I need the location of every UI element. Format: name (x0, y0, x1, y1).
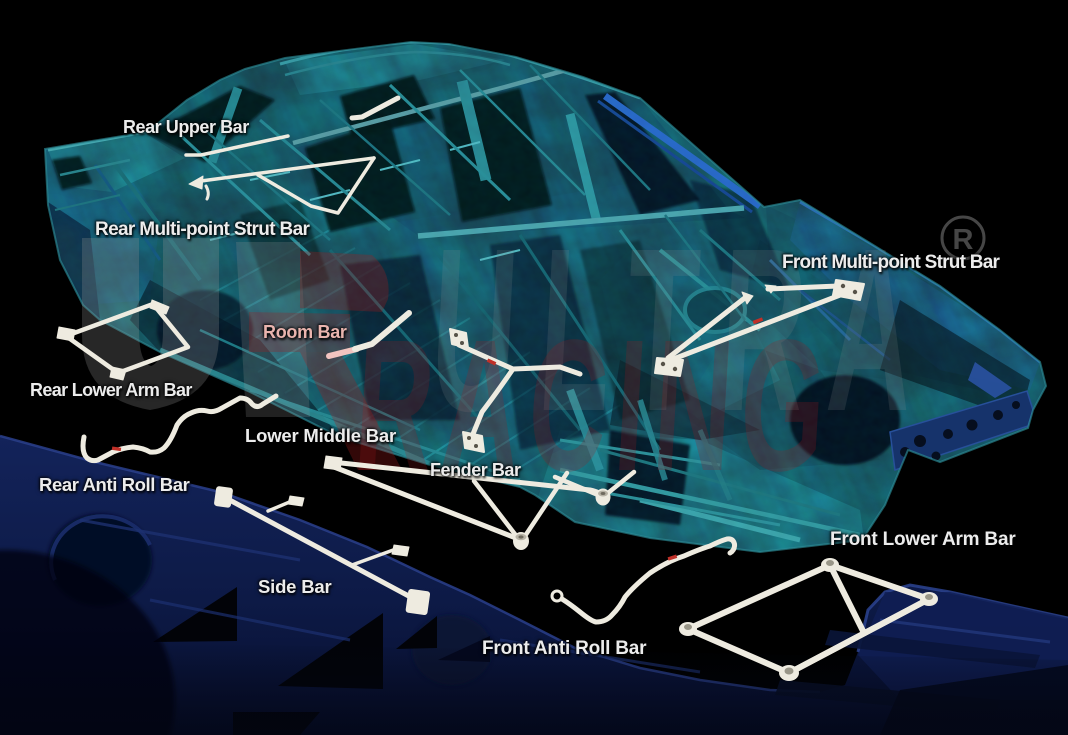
svg-text:R: R (953, 224, 974, 256)
svg-text:ULTRA: ULTRA (425, 201, 943, 461)
svg-text:RACING: RACING (350, 301, 840, 510)
